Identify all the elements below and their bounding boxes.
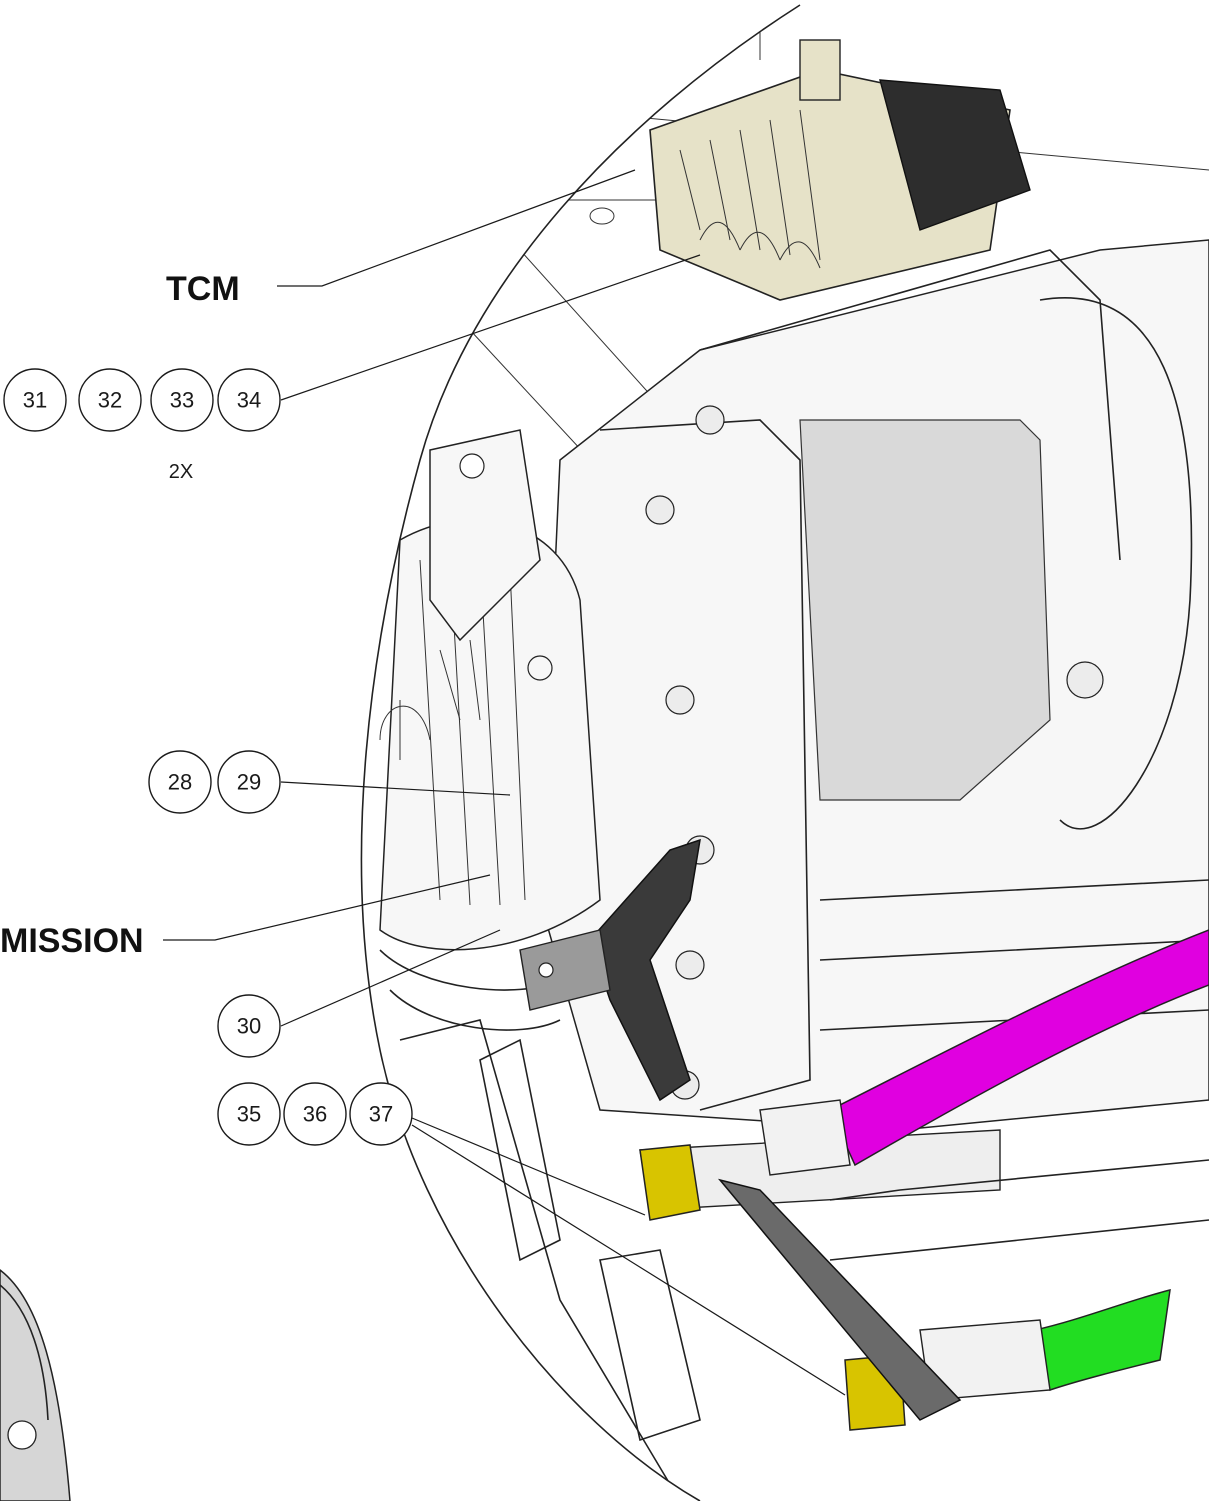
partial-detail-view-lower-left [0,1269,71,1502]
balloon-group-31-34: 31 32 33 34 [3,368,281,432]
tcm-module [649,39,1031,301]
balloon-28-text: 28 [168,770,192,795]
balloon-33 [150,368,214,432]
balloon-36 [283,1082,347,1146]
hose-assembly [479,928,1209,1442]
balloon-30-text: 30 [237,1014,261,1039]
transmission-bracket [519,838,701,1102]
detail-view-boundary [360,4,801,1502]
balloon-37 [349,1082,413,1146]
balloon-29-text: 29 [237,770,261,795]
tcm-connector [879,79,1031,231]
balloon-group-35-37: 35 36 37 [217,1082,413,1146]
balloon-35 [217,1082,281,1146]
balloon-32 [78,368,142,432]
detail-view [379,5,1209,1501]
balloon-33-text: 33 [170,388,194,413]
housing-bolts [645,405,1104,1100]
balloon-32-text: 32 [98,388,122,413]
balloon-31-text: 31 [23,388,47,413]
balloon-34-text: 34 [237,388,261,413]
balloon-34 [217,368,281,432]
balloon-37-text: 37 [369,1102,393,1127]
balloon-31 [3,368,67,432]
balloon-36-text: 36 [303,1102,327,1127]
leader-lines [163,169,846,1396]
balloon-35-text: 35 [237,1102,261,1127]
fitting-upper [639,1144,701,1221]
quantity-label: 2X [169,461,193,483]
balloon-group-28-29: 28 29 [148,750,281,814]
balloon-28 [148,750,212,814]
balloon-30 [217,994,281,1058]
balloon-group-30: 30 [217,994,281,1058]
balloon-29 [217,750,281,814]
transmission-label: MISSION [0,922,144,960]
bell-housing [379,429,601,1031]
green-hose [1034,1289,1171,1391]
magenta-hose [829,928,1209,1167]
transmission-housing [539,239,1209,1131]
tcm-label: TCM [166,270,240,308]
